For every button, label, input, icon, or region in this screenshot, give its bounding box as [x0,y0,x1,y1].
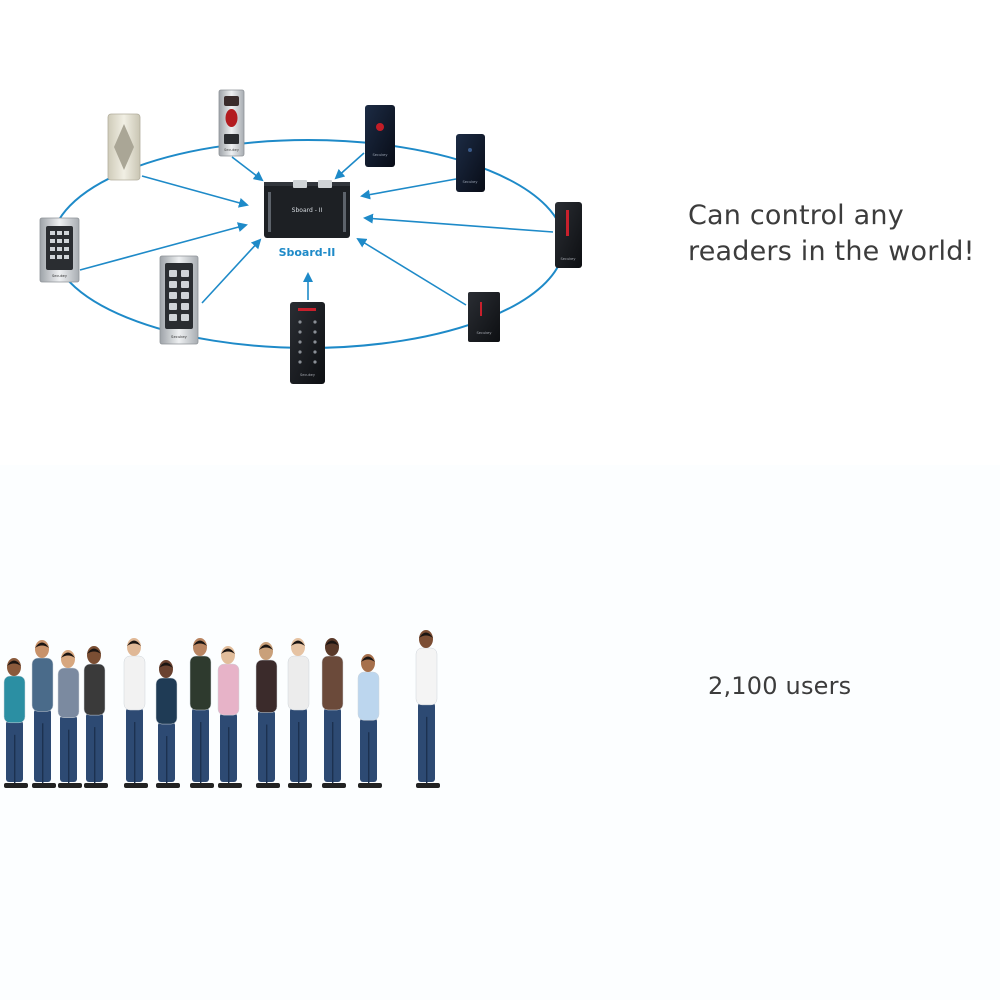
person-figure [3,658,28,788]
reader-beige-diamond [107,113,141,181]
reader-silver-keypad-front: Secukey [159,255,199,345]
reader-black-red-strip: Secukey [555,202,582,268]
readers-caption-line: Can control any [688,200,904,231]
person-figure [31,640,56,788]
controller-board: Sboard - II [264,180,350,238]
reader-black-square: Secukey [468,292,500,342]
reader-brand-text: Secukey [224,148,240,152]
arrow [231,156,264,182]
reader-network-diagram: Sboard - II Sboard-II Secukey Secukey Se… [39,89,582,384]
readers-panel: Sboard - II Sboard-II Secukey Secukey Se… [0,0,1000,465]
person-figure [189,638,214,788]
reader-dark-blue: Secukey [456,134,485,192]
controller-label: Sboard-II [279,246,336,259]
reader-silver-fingerprint: Secukey [218,89,245,157]
arrow [79,222,248,271]
reader-brand-text: Secukey [462,180,478,184]
arrow [334,152,365,180]
person-figure [255,642,280,788]
reader-black-keypad: Secukey [290,302,325,384]
arrow [363,213,554,233]
readers-caption: Can control any readers in the world! [688,198,975,270]
reader-brand-text: Secukey [476,331,492,335]
person-figure [57,650,82,788]
reader-brand-text: Secukey [372,153,388,157]
arrow [141,175,249,208]
connection-arrows [79,152,554,306]
person-figure [321,638,346,788]
person-figure [287,638,312,788]
reader-brand-text: Secukey [52,274,68,278]
person-figure [83,646,108,788]
person-figure [357,654,382,788]
reader-silver-keypad-left: Secukey [39,217,80,283]
arrow [356,237,467,306]
person-figure [217,646,242,788]
controller-face-text: Sboard - II [292,207,323,214]
people-queue-image [3,630,440,788]
person-figure [415,630,440,788]
reader-dark-blue-red: Secukey [365,105,395,167]
arrow [360,178,457,200]
reader-brand-text: Secukey [300,373,316,377]
person-figure [155,660,180,788]
reader-brand-text: Secukey [171,334,188,339]
reader-brand-text: Secukey [560,257,576,261]
readers-caption-line: readers in the world! [688,236,975,267]
users-caption: 2,100 users [708,672,852,700]
person-figure [123,638,148,788]
arrow [201,238,262,304]
